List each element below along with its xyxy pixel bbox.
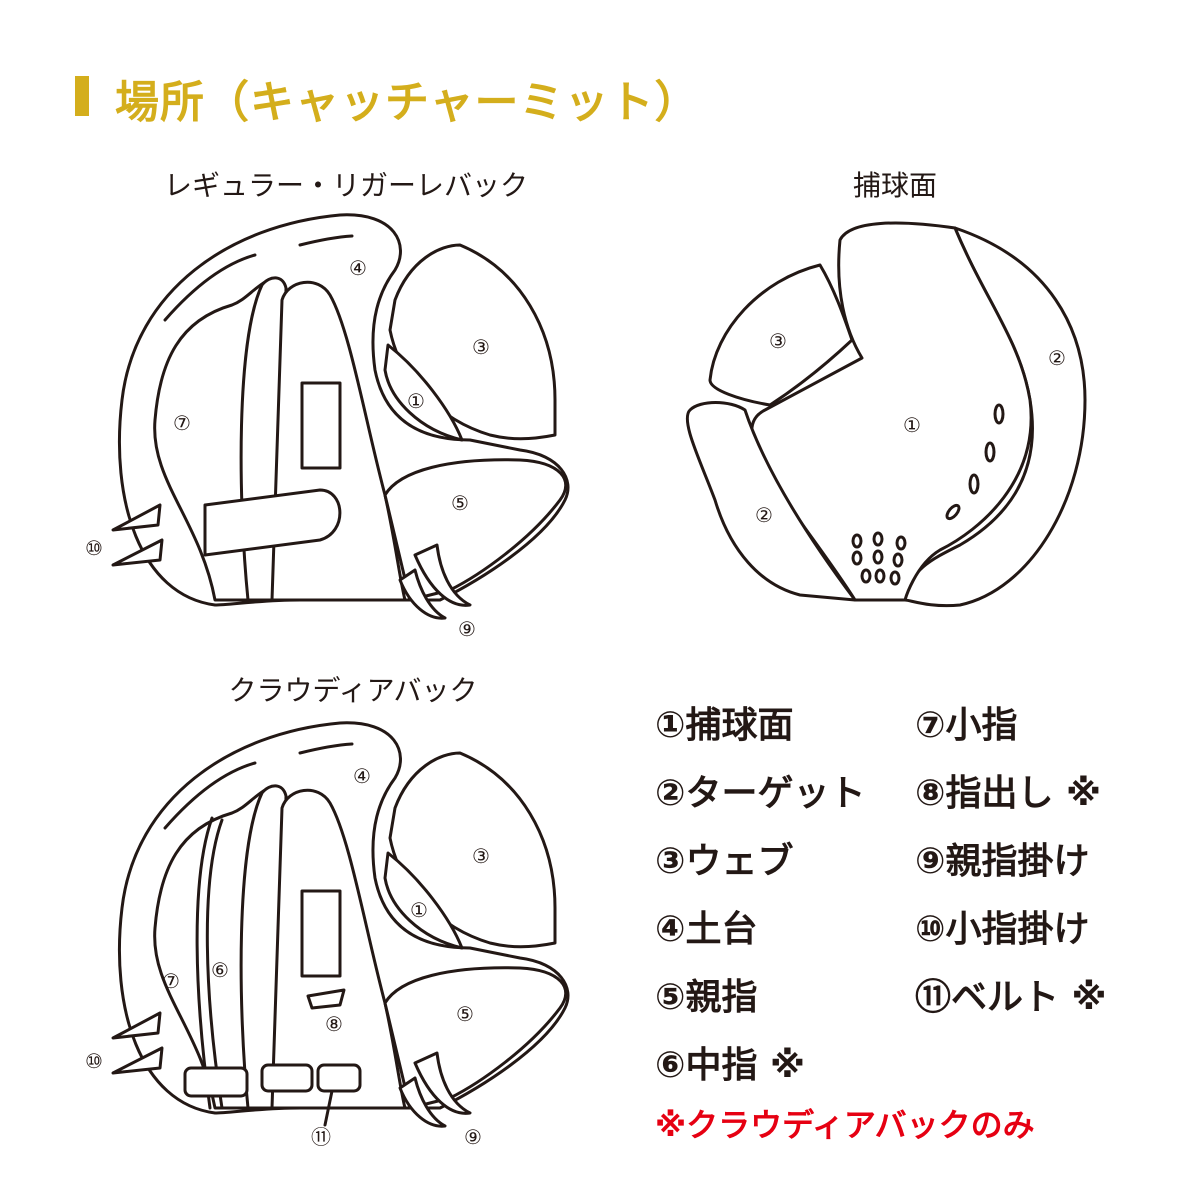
mark-2: ② bbox=[1048, 346, 1066, 370]
legend-item: ⑧指出し ※ bbox=[915, 773, 1102, 814]
finger-opening bbox=[306, 988, 346, 1010]
mark-2: ② bbox=[755, 503, 773, 527]
mark-3: ③ bbox=[472, 335, 490, 359]
back-label-patch bbox=[300, 381, 342, 470]
mark-1: ① bbox=[903, 413, 921, 437]
mark-3: ③ bbox=[769, 329, 787, 353]
stitch-holes bbox=[851, 403, 1005, 586]
middle-finger-line bbox=[205, 818, 224, 1110]
legend-item: ⑤親指 bbox=[655, 977, 758, 1018]
mark-10: ⑩ bbox=[85, 1049, 103, 1073]
mark-10: ⑩ bbox=[85, 536, 103, 560]
page-title: 場所（キャッチャーミット） bbox=[115, 77, 700, 128]
legend-item: ①捕球面 bbox=[655, 705, 794, 746]
legend-item: ②ターゲット bbox=[655, 773, 866, 814]
mark-1: ① bbox=[407, 389, 425, 413]
regular-back-mitt: ④ ③ ① ⑦ ⑤ ⑩ ⑨ bbox=[85, 213, 570, 641]
back-label-patch bbox=[300, 889, 342, 978]
mark-6: ⑥ bbox=[211, 958, 229, 982]
legend-item: ⑨親指掛け bbox=[915, 841, 1090, 882]
legend-item: ⑥中指 ※ bbox=[655, 1045, 806, 1086]
mark-7: ⑦ bbox=[162, 969, 180, 993]
mark-8: ⑧ bbox=[325, 1012, 343, 1036]
mark-5: ⑤ bbox=[451, 491, 469, 515]
regular-back-heading: レギュラー・リガーレバック bbox=[163, 169, 529, 202]
claudia-back-heading: クラウディアバック bbox=[228, 674, 478, 707]
legend-item: ⑦小指 bbox=[915, 705, 1018, 746]
legend-item: ⑩小指掛け bbox=[915, 909, 1090, 950]
mark-9: ⑨ bbox=[458, 617, 476, 641]
legend-item: ⑪ベルト ※ bbox=[915, 977, 1107, 1018]
mark-4: ④ bbox=[349, 256, 367, 280]
belts bbox=[183, 1063, 362, 1127]
mark-5: ⑤ bbox=[456, 1002, 474, 1026]
footnote: ※クラウディアバックのみ bbox=[655, 1106, 1035, 1144]
mark-7: ⑦ bbox=[173, 411, 191, 435]
title-accent-bar bbox=[75, 76, 89, 116]
mark-3: ③ bbox=[472, 844, 490, 868]
mark-1: ① bbox=[410, 898, 428, 922]
palm-mitt: ③ ② ① ② bbox=[685, 221, 1087, 608]
mark-9: ⑨ bbox=[464, 1125, 482, 1149]
palm-heading: 捕球面 bbox=[852, 169, 938, 202]
claudia-back-mitt: ④ ③ ① ⑥ ⑦ ⑧ ⑤ ⑩ ⑪ ⑨ bbox=[85, 721, 570, 1149]
legend-item: ③ウェブ bbox=[655, 841, 794, 882]
mark-11: ⑪ bbox=[311, 1125, 331, 1149]
mark-4: ④ bbox=[353, 764, 371, 788]
legend-item: ④土台 bbox=[655, 909, 758, 950]
back-strap bbox=[203, 488, 342, 557]
